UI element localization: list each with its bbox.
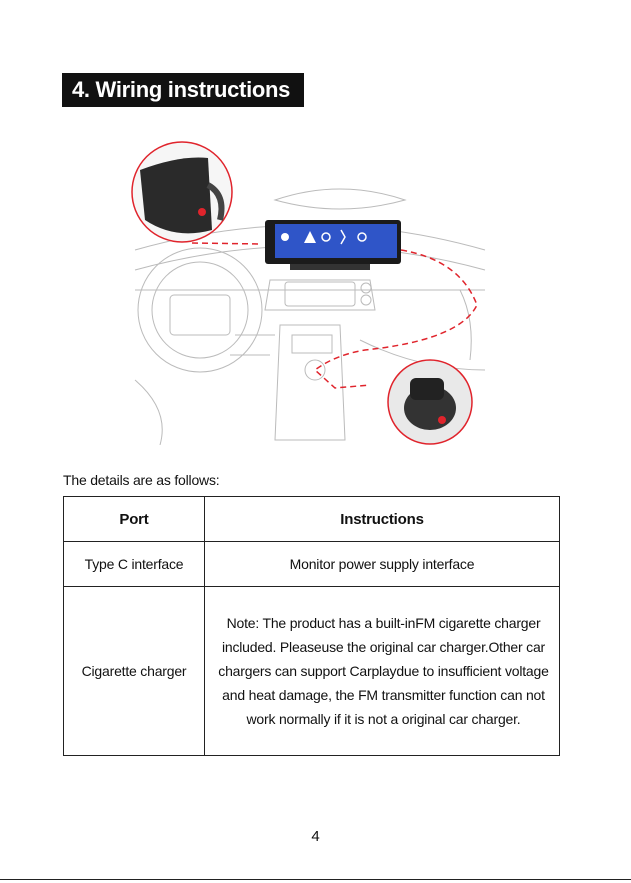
table-row: Cigarette charger Note: The product has … [63, 586, 560, 756]
header-port: Port [63, 496, 205, 542]
wiring-details-table: Port Instructions Type C interface Monit… [63, 496, 560, 756]
cable-route [191, 242, 478, 389]
table-header-row: Port Instructions [63, 496, 560, 542]
instructions-cell: Monitor power supply interface [204, 541, 560, 587]
page-bottom-rule [0, 879, 631, 880]
car-wiring-illustration [131, 141, 486, 445]
details-intro: The details are as follows: [63, 472, 220, 488]
header-instructions: Instructions [204, 496, 560, 542]
port-cell: Cigarette charger [63, 586, 205, 756]
dash-monitor [265, 220, 401, 270]
cigarette-charger-closeup [387, 359, 473, 445]
section-heading: 4. Wiring instructions [62, 73, 304, 107]
mirror-outline [273, 188, 407, 210]
steering-wheel [137, 247, 263, 373]
usb-c-closeup [131, 141, 233, 243]
instructions-cell: Note: The product has a built-inFM cigar… [204, 586, 560, 756]
page-number: 4 [311, 828, 320, 845]
port-cell: Type C interface [63, 541, 205, 587]
table-row: Type C interface Monitor power supply in… [63, 541, 560, 587]
